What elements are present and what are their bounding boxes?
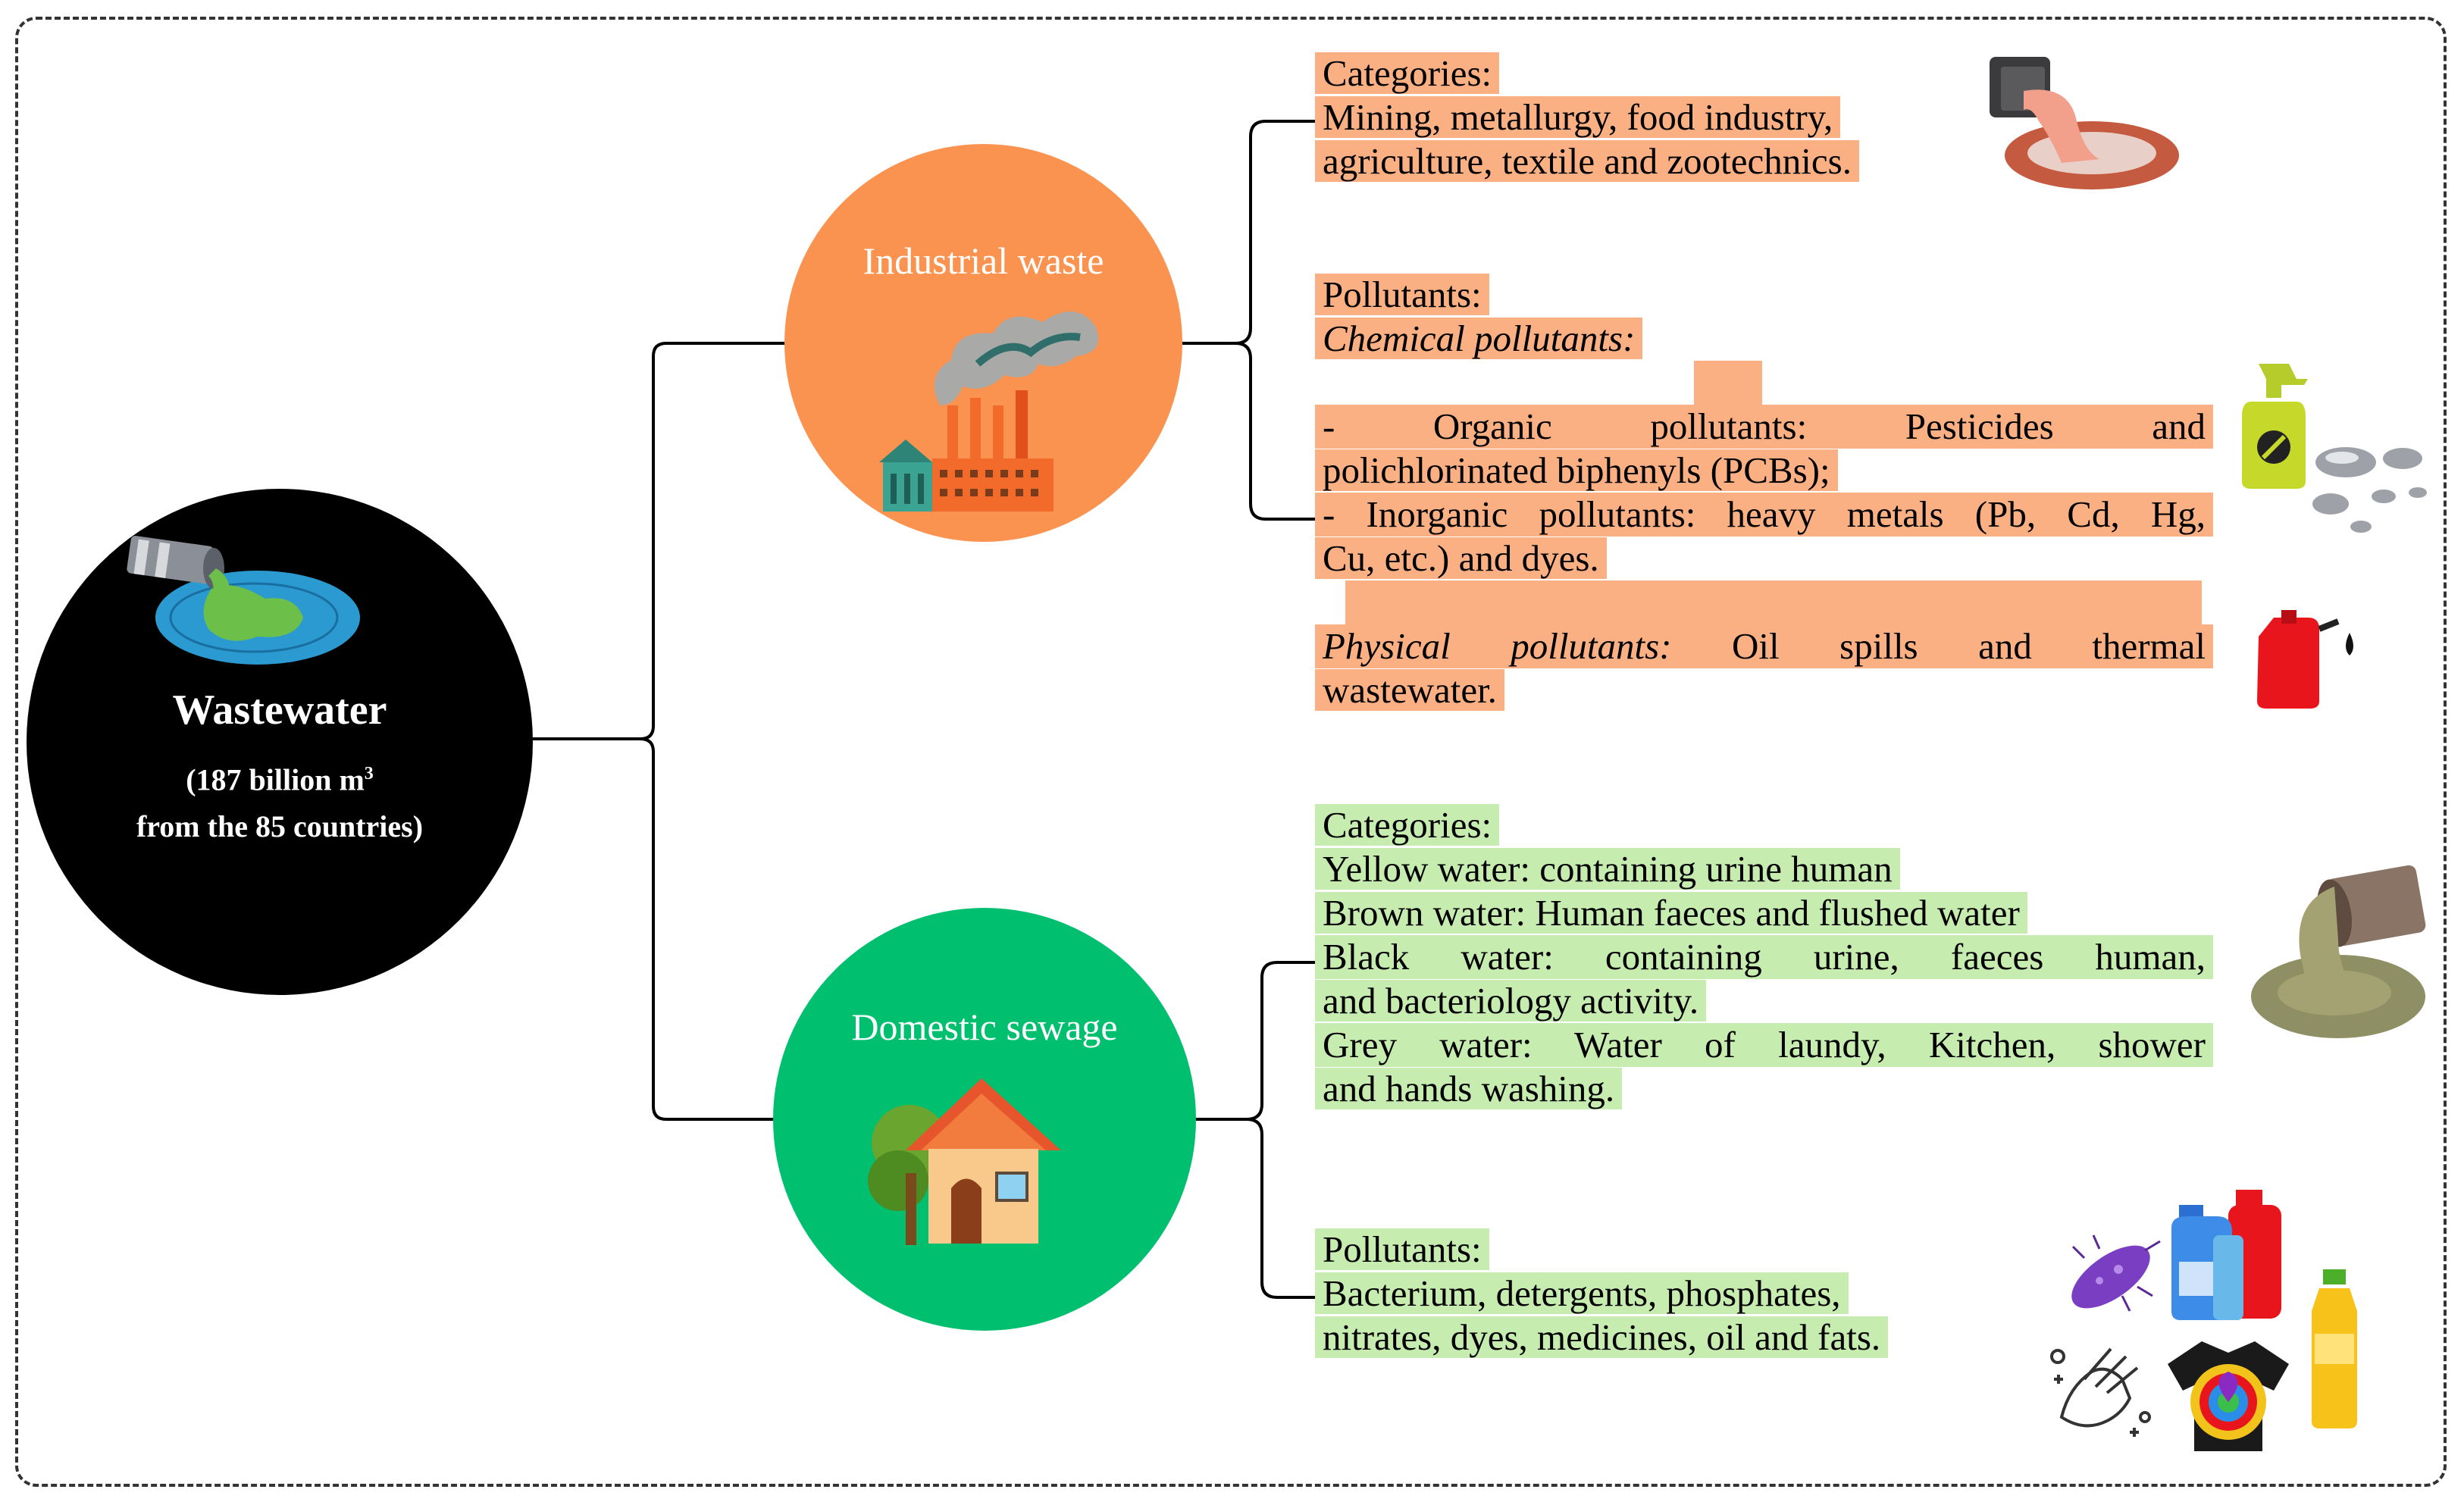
subtitle-line2: from the 85 countries) — [136, 809, 424, 844]
industrial-waste-node: Industrial waste — [784, 144, 1182, 542]
industrial-connector-lower — [1235, 342, 1319, 521]
wastewater-subtitle: (187 billion m3 from the 85 countries) — [27, 750, 533, 850]
inorganic-line1: - Inorganic pollutants: heavy metals (Pb… — [1315, 493, 2213, 537]
grey-water-line1: Grey water: Water of laundy, Kitchen, sh… — [1315, 1023, 2213, 1067]
domestic-pollutants-line1: Bacterium, detergents, phosphates, — [1315, 1272, 1849, 1314]
spray-bottle-icon — [2242, 364, 2308, 489]
chemical-pollutants-heading: Chemical pollutants: — [1323, 318, 1636, 359]
fuel-can-icon — [2257, 610, 2353, 709]
physical-pollutants-line1: Physical pollutants: Oil spills and ther… — [1315, 624, 2213, 668]
domestic-sewage-node: Domestic sewage — [773, 908, 1196, 1331]
industrial-connector — [1182, 120, 1315, 345]
industrial-categories-box: Categories: Mining, metallurgy, food ind… — [1315, 52, 1974, 183]
domestic-pollutants-box: Pollutants: Bacterium, detergents, phosp… — [1315, 1228, 1997, 1360]
bacterium-icon — [2071, 1234, 2161, 1312]
domestic-categories-heading: Categories: — [1315, 804, 1500, 846]
black-water-line1: Black water: containing urine, faeces hu… — [1315, 935, 2213, 979]
dashed-frame — [15, 17, 2447, 1487]
domestic-pollutants-line2: nitrates, dyes, medicines, oil and fats. — [1315, 1316, 1889, 1358]
industrial-categories-line2: agriculture, textile and zootechnics. — [1315, 140, 1859, 182]
brown-water: Brown water: Human faeces and flushed wa… — [1315, 892, 2027, 934]
physical-pollutants-label: Physical pollutants: — [1323, 625, 1672, 667]
waste-pipe-icon — [1990, 57, 2179, 189]
domestic-title: Domestic sewage — [851, 1006, 1118, 1048]
factory-smoke-icon — [879, 311, 1099, 512]
root-connector-lower — [640, 737, 775, 1121]
domestic-connector — [1196, 961, 1319, 1121]
detergent-bottles-icon — [2171, 1190, 2281, 1320]
organic-line2: polichlorinated biphenyls (PCBs); — [1315, 449, 1838, 491]
domestic-pollutants-heading: Pollutants: — [1315, 1228, 1489, 1270]
subtitle-line1: (187 billion m — [186, 762, 365, 797]
wastewater-title: Wastewater — [172, 687, 387, 734]
oil-bottle-icon — [2312, 1269, 2357, 1428]
mercury-drops-icon — [2312, 447, 2427, 533]
physical-pollutants-text: Oil spills and thermal — [1732, 625, 2206, 667]
yellow-water: Yellow water: containing urine human — [1315, 848, 1900, 890]
industrial-pollutants-heading: Pollutants: — [1315, 274, 1489, 315]
pipe-discharge-icon — [127, 536, 360, 665]
hand-washing-icon — [2050, 1347, 2151, 1437]
wastewater-node: Wastewater (187 billion m3 from the 85 c… — [27, 489, 533, 995]
house-icon — [868, 1078, 1061, 1245]
industrial-categories-heading: Categories: — [1315, 52, 1500, 94]
subtitle-superscript: 3 — [364, 764, 374, 784]
grey-water-line2: and hands washing. — [1315, 1068, 1623, 1109]
domestic-categories-box: Categories: Yellow water: containing uri… — [1315, 803, 2213, 1111]
tie-dye-shirt-icon — [2168, 1341, 2289, 1451]
root-connector — [531, 342, 785, 740]
domestic-connector-lower — [1246, 1118, 1319, 1299]
inorganic-line2: Cu, etc.) and dyes. — [1315, 537, 1607, 579]
industrial-categories-line1: Mining, metallurgy, food industry, — [1315, 96, 1841, 138]
sewage-pipe-icon — [2251, 865, 2426, 1038]
physical-pollutants-line2: wastewater. — [1315, 669, 1504, 711]
industrial-pollutants-box: Pollutants: Chemical pollutants: - Organ… — [1315, 273, 2213, 712]
black-water-line2: and bacteriology activity. — [1315, 980, 1707, 1022]
industrial-title: Industrial waste — [863, 239, 1104, 282]
organic-line1: - Organic pollutants: Pesticides and — [1315, 405, 2213, 449]
